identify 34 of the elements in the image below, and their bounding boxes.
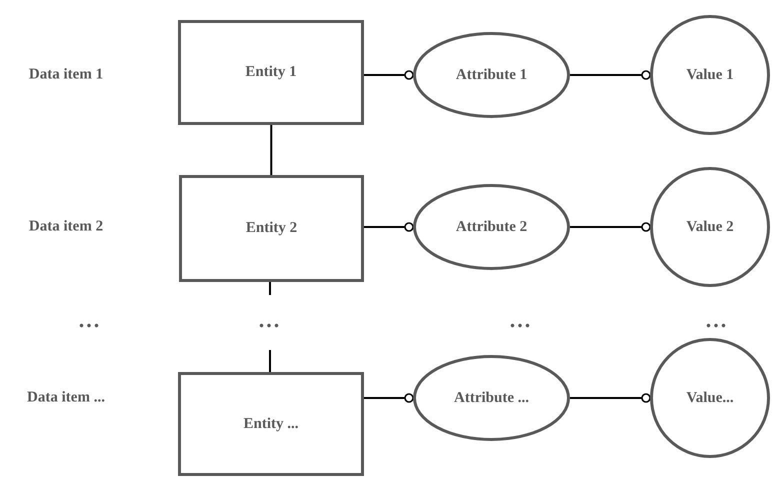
node-label: Entity ... (243, 416, 298, 432)
attribute-ellipse (413, 355, 570, 441)
row-label: Data item ... (27, 390, 105, 406)
connector-line (570, 70, 651, 80)
node-label: Entity 1 (245, 64, 297, 81)
entity-box (178, 20, 364, 125)
node-label: Attribute 2 (456, 218, 528, 236)
ellipsis-text: ... (258, 307, 282, 333)
ellipsis-text: ... (706, 307, 728, 333)
value-circle (650, 15, 770, 135)
ellipsis-text: ... (510, 307, 532, 333)
attribute-ellipse (413, 32, 570, 118)
attribute-ellipse (413, 184, 570, 270)
connector-line (270, 125, 272, 175)
node-label: Attribute ... (454, 390, 529, 406)
entity-box (178, 372, 364, 476)
row-label: Data item 1 (28, 66, 104, 84)
connector-line (364, 70, 414, 80)
connector-line (570, 393, 651, 403)
node-label: Entity 2 (246, 220, 298, 237)
value-circle (650, 167, 770, 287)
row-label: Data item 2 (28, 218, 104, 236)
entity-box (179, 175, 364, 282)
connector-line (570, 222, 651, 232)
connector-line (364, 393, 414, 403)
node-label: Attribute 1 (456, 66, 528, 84)
node-label: Value 2 (686, 218, 734, 236)
node-label: Value 1 (686, 66, 734, 84)
node-label: Value... (686, 390, 734, 406)
value-circle (650, 338, 770, 458)
ellipsis-text: ... (78, 307, 102, 333)
connector-line (364, 222, 414, 232)
connector-line (269, 350, 271, 372)
connector-line (269, 282, 271, 295)
